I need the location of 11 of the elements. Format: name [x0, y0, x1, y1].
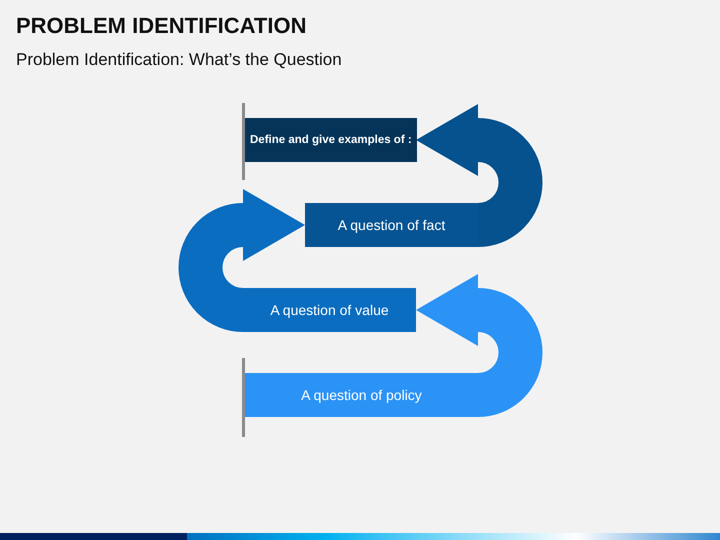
- curved-arrow: [416, 104, 542, 247]
- ribbon-band: [305, 203, 478, 247]
- title: PROBLEM IDENTIFICATION: [16, 13, 306, 39]
- band-label: Define and give examples of :: [250, 134, 412, 146]
- ribbon-band: [245, 373, 478, 417]
- ribbon-band: [243, 288, 416, 332]
- band-label: A question of value: [270, 302, 389, 318]
- subtitle: Problem Identification: What’s the Question: [16, 50, 342, 70]
- band-label: A question of fact: [338, 217, 446, 233]
- band-label: A question of policy: [301, 387, 422, 403]
- ribbon-band: [245, 118, 417, 162]
